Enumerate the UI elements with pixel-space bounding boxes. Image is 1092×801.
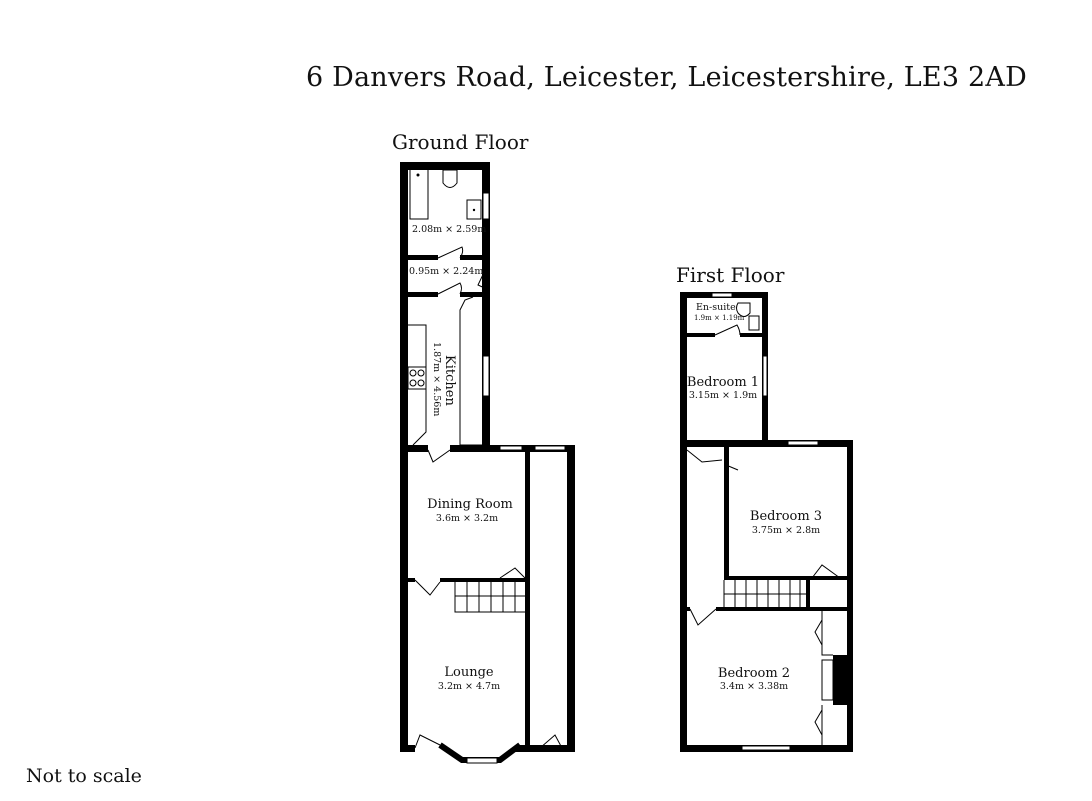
kitchen-dims: 1.87m × 4.56m — [431, 342, 442, 416]
staircase — [454, 567, 526, 613]
property-address-title: 6 Danvers Road, Leicester, Leicestershir… — [306, 62, 1027, 93]
sink — [466, 199, 482, 220]
hall-dims: 0.95m × 2.24m — [409, 266, 483, 277]
toilet — [442, 169, 458, 188]
bedroom-2-name: Bedroom 2 — [718, 666, 790, 681]
sink — [748, 315, 760, 331]
bathtub — [409, 168, 429, 220]
bedroom-1-name: Bedroom 1 — [687, 375, 759, 390]
dining-room-dims: 3.6m × 3.2m — [436, 513, 498, 524]
bathroom-dims: 2.08m × 2.59m — [412, 224, 486, 235]
ensuite-name: En-suite — [696, 302, 736, 313]
hob-icon — [407, 366, 427, 390]
window — [499, 445, 523, 451]
window — [741, 745, 791, 751]
first-floor-label: First Floor — [676, 263, 785, 287]
kitchen-name: Kitchen — [442, 355, 457, 406]
first-floor-plan: En-suite 1.9m × 1.19m Bedroom 1 3.15m × … — [680, 292, 853, 752]
ground-floor-plan: 2.08m × 2.59m 0.95m × 2.24m Kitchen 1.87… — [400, 162, 575, 764]
window — [762, 355, 768, 397]
ground-floor-label: Ground Floor — [392, 130, 529, 154]
bedroom-3-dims: 3.75m × 2.8m — [752, 525, 820, 536]
window — [482, 355, 490, 397]
window — [711, 292, 733, 298]
lounge-dims: 3.2m × 4.7m — [438, 681, 500, 692]
window — [482, 192, 490, 220]
not-to-scale-note: Not to scale — [26, 765, 142, 787]
bedroom-2-dims: 3.4m × 3.38m — [720, 681, 788, 692]
bedroom-1-dims: 3.15m × 1.9m — [689, 390, 757, 401]
staircase — [723, 580, 806, 607]
dining-room-name: Dining Room — [427, 497, 513, 512]
window — [534, 445, 566, 451]
bedroom-3-name: Bedroom 3 — [750, 509, 822, 524]
bay-window — [466, 757, 498, 764]
window — [787, 440, 819, 446]
ensuite-dims: 1.9m × 1.19m — [694, 314, 745, 322]
toilet — [736, 302, 751, 317]
lounge-name: Lounge — [444, 665, 494, 680]
